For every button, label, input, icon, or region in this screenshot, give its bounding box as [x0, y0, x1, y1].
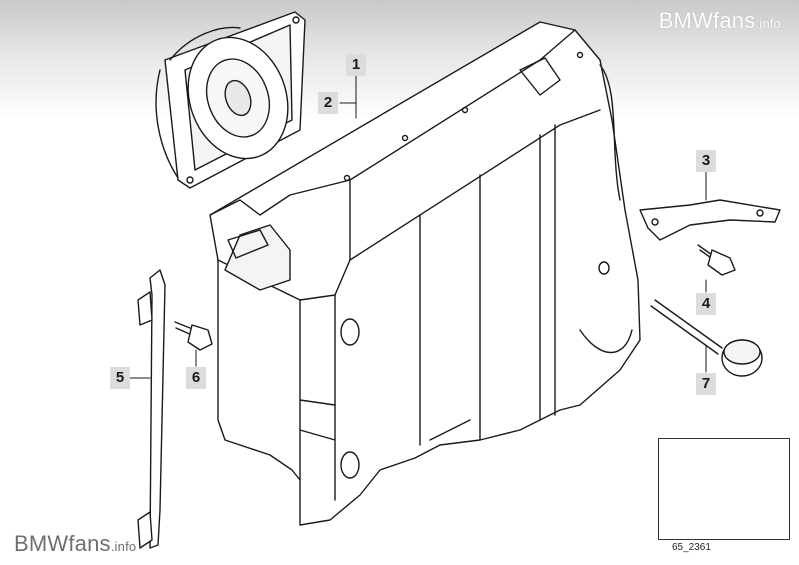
leader-lines: [129, 75, 707, 379]
watermark-bottom: BMWfans.info: [14, 531, 137, 556]
screw-part-4[interactable]: [697, 244, 736, 276]
strap-part-5[interactable]: [137, 269, 166, 549]
callout-5[interactable]: 5: [110, 367, 130, 389]
callout-7[interactable]: 7: [696, 373, 716, 395]
location-inset: [658, 438, 790, 540]
callout-2[interactable]: 2: [318, 92, 338, 114]
callout-1[interactable]: 1: [346, 54, 366, 76]
diagram-id: 65_2361: [672, 542, 711, 553]
callout-3[interactable]: 3: [696, 150, 716, 172]
callout-4[interactable]: 4: [696, 293, 716, 315]
header-gradient: [0, 0, 799, 120]
bracket-part[interactable]: [639, 199, 781, 241]
callout-6[interactable]: 6: [186, 367, 206, 389]
housing-part[interactable]: [209, 21, 641, 526]
speaker-part[interactable]: [155, 11, 306, 189]
watermark-top: BMWfans.info: [658, 8, 781, 33]
screw-part-6[interactable]: [174, 321, 213, 351]
bolt-part-7[interactable]: [650, 299, 763, 377]
